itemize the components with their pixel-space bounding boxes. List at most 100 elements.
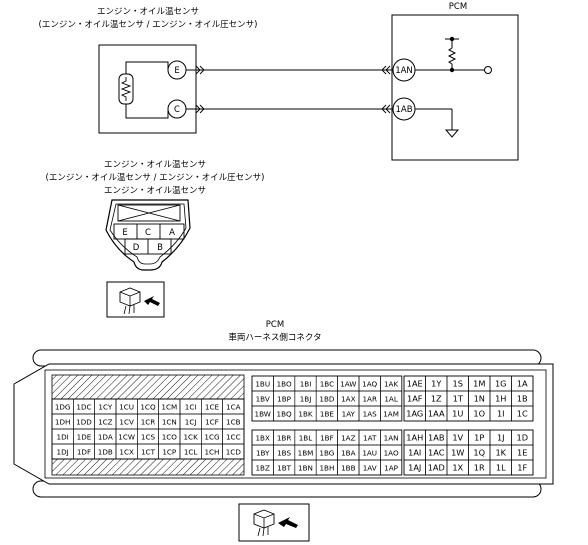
pin-label: 1CL: [184, 447, 198, 456]
pcm-internal-circuit: [415, 38, 492, 138]
pin-label: 1BP: [277, 394, 292, 403]
pin-label: 1CG: [204, 432, 219, 441]
pin-label: 1BL: [299, 433, 313, 442]
pin-label: 1CB: [226, 417, 241, 426]
pin-label: 1AZ: [341, 433, 355, 442]
power-dot: [449, 36, 455, 42]
pin-label: 1BR: [277, 433, 292, 442]
pin-label: 1BH: [319, 463, 334, 472]
connector-view-subtitle: (エンジン・オイル温センサ / エンジン・オイル圧センサ): [46, 172, 265, 183]
pin-label: 1I: [497, 408, 505, 418]
pin-label: 1BE: [320, 409, 335, 418]
pin-label: 1DA: [98, 432, 113, 441]
pin-label: 1AB: [428, 432, 445, 442]
pin-label: 1R: [474, 462, 485, 472]
pin-label: 1U: [452, 408, 463, 418]
pin-label: 1BW: [255, 409, 271, 418]
pin-label: 1C: [517, 408, 528, 418]
pin-cell: [511, 405, 534, 422]
pin-label: 1CM: [161, 402, 177, 411]
sensor-wire-c: [125, 108, 169, 119]
pin-label: 1AG: [406, 408, 423, 418]
pin-label: 1CY: [98, 402, 112, 411]
pin-label: 1J: [497, 432, 505, 442]
pin-label: 1CU: [119, 402, 134, 411]
pcm-title: PCM: [449, 2, 467, 12]
pin-label: 1CR: [141, 417, 156, 426]
pin-label: 1CA: [226, 402, 241, 411]
pin-label: 1CK: [183, 432, 198, 441]
harness-side-view-icon: [238, 503, 310, 542]
pin-label: 1BT: [277, 463, 292, 472]
pin-label: 1DH: [55, 417, 71, 426]
pin-cell: [380, 459, 403, 476]
pin-label: 1AK: [384, 379, 398, 388]
hatched-area-top: [51, 374, 245, 400]
pin-label: 1DE: [77, 432, 92, 441]
connector-view-title: エンジン・オイル温センサ: [104, 159, 206, 170]
pin-label: 1CT: [141, 447, 156, 456]
pin-label: 1AJ: [408, 462, 421, 472]
pin-label: 1BI: [300, 379, 312, 388]
pin-label: 1CF: [205, 417, 219, 426]
pin-label: 1DC: [76, 402, 91, 411]
pin-label: 1BG: [319, 448, 334, 457]
pcm-box: [391, 14, 519, 161]
pin-label: 1A: [517, 378, 528, 388]
pin-label: 1CS: [141, 432, 156, 441]
pin-label: 1BV: [256, 394, 270, 403]
harness-side-view-icon: [106, 281, 165, 318]
pin-label: 1M: [473, 378, 485, 388]
sensor-pin-e-label: E: [174, 66, 179, 76]
pin-label: 1CZ: [98, 417, 113, 426]
pin-label: 1T: [453, 393, 464, 403]
pcm-connector-title: PCM: [266, 320, 284, 330]
pin-label: 1AI: [408, 447, 421, 457]
pin-label: 1Q: [473, 447, 485, 457]
pin-label: 1DG: [55, 402, 71, 411]
pcm-pin-1an-label: 1AN: [395, 66, 413, 76]
pin-label: 1AN: [384, 433, 399, 442]
pin-label: 1DD: [76, 417, 92, 426]
pin-label: 1O: [473, 408, 485, 418]
pin-label: 1DJ: [57, 447, 69, 456]
pin-label: 1CI: [185, 402, 197, 411]
pin-label: 1AS: [363, 409, 377, 418]
pin-label: 1AV: [363, 463, 377, 472]
pin-label: 1CP: [162, 447, 177, 456]
pin-label: 1AO: [384, 448, 399, 457]
pin-label: 1K: [495, 447, 506, 457]
pin-label: 1AU: [362, 448, 377, 457]
pin-cell: [511, 459, 534, 476]
pin-label: 1BU: [255, 379, 270, 388]
pin-label: 1AY: [342, 409, 356, 418]
pin-label: 1D: [516, 432, 528, 442]
pin-label: 1CJ: [185, 417, 197, 426]
pin-label: 1CX: [119, 447, 134, 456]
pin-label: 1AL: [384, 394, 398, 403]
pin-label: 1V: [452, 432, 463, 442]
sensor-wire-e: [125, 61, 169, 70]
pin-label: 1AF: [407, 393, 423, 403]
pin-label: 1BF: [320, 433, 334, 442]
pin-label: 1CQ: [140, 402, 156, 411]
pin-label: 1AT: [363, 433, 377, 442]
pin-label: 1DB: [98, 447, 113, 456]
pin-label: 1BS: [277, 448, 291, 457]
pin-label: 1BB: [341, 463, 356, 472]
connector-pin-d: D: [133, 243, 140, 253]
pin-label: 1BY: [256, 448, 270, 457]
pin-label: 1BK: [298, 409, 313, 418]
pin-label: 1AW: [340, 379, 356, 388]
pin-label: 1AX: [341, 394, 355, 403]
pin-label: 1X: [452, 462, 463, 472]
junction-dot: [449, 67, 455, 73]
pin-label: 1CV: [119, 417, 134, 426]
pin-label: 1P: [474, 432, 484, 442]
